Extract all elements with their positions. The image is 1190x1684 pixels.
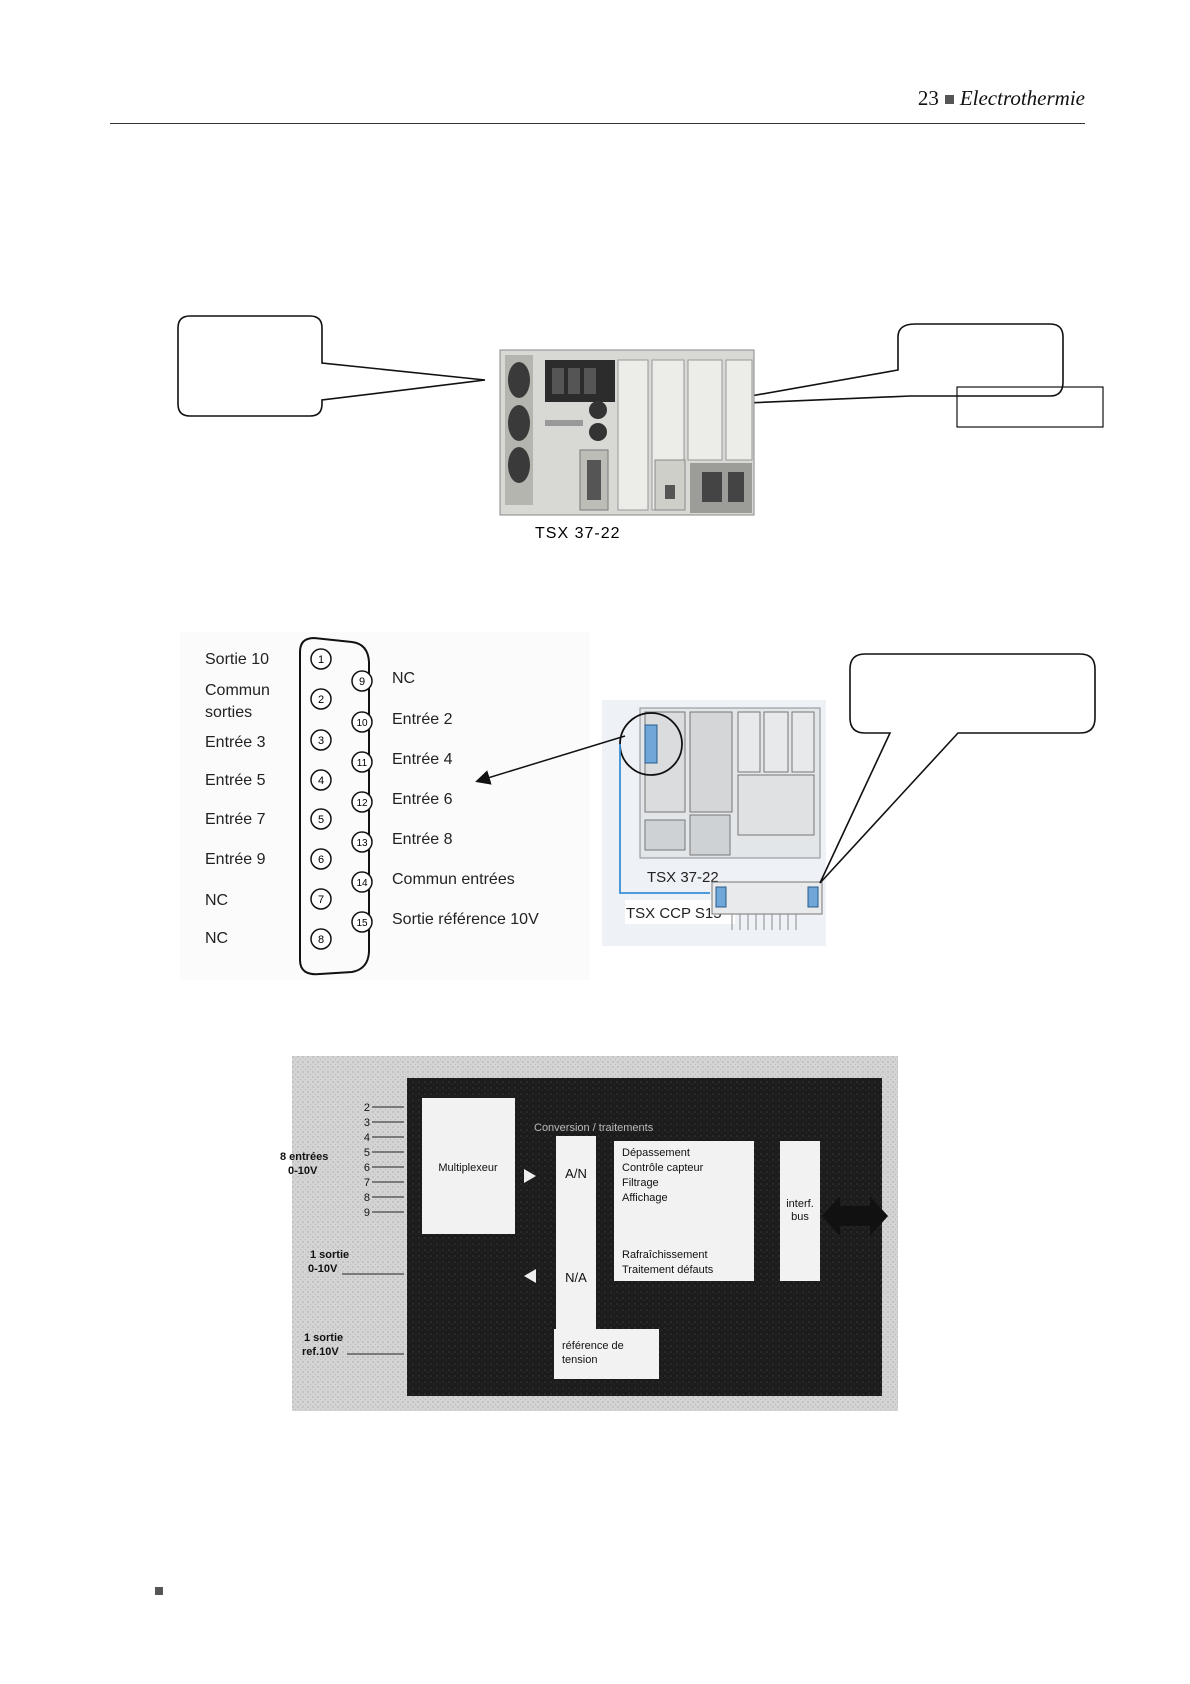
na-label: N/A	[565, 1270, 587, 1285]
reference-label-2: tension	[562, 1354, 597, 1366]
svg-text:13: 13	[356, 838, 368, 849]
plc-device-photo	[499, 349, 755, 516]
pin-label-11: Entrée 4	[392, 751, 453, 768]
callout-left	[177, 315, 486, 417]
left-pin-labels: Sortie 10 Commun sorties Entrée 3 Entrée…	[205, 651, 270, 947]
interface-label-2: bus	[791, 1211, 809, 1223]
svg-text:9: 9	[364, 1207, 370, 1219]
pin-label-10: Entrée 2	[392, 711, 453, 728]
connector-module-label: TSX CCP S15	[626, 905, 722, 922]
interface-bus-block	[780, 1141, 820, 1281]
pin-label-14: Commun entrées	[392, 871, 515, 888]
svg-text:Traitement défauts: Traitement défauts	[622, 1264, 714, 1276]
pin-label-13: Entrée 8	[392, 831, 453, 848]
pin-circles	[310, 648, 373, 950]
multiplexer-block	[422, 1098, 515, 1234]
svg-text:8 entrées: 8 entrées	[280, 1151, 328, 1163]
pin-label-12: Entrée 6	[392, 791, 453, 808]
pin-label-6: Entrée 9	[205, 851, 266, 868]
pin-label-3: Entrée 3	[205, 734, 266, 751]
connector-photo: TSX 37-22 TSX CCP S15	[602, 700, 826, 946]
pin-label-7: NC	[205, 892, 228, 909]
svg-text:7: 7	[364, 1177, 370, 1189]
pin-label-8: NC	[205, 930, 228, 947]
footer-square-icon	[155, 1587, 163, 1595]
connector-plc-label: TSX 37-22	[647, 869, 719, 886]
pinout-panel: 1 2 3 4 5 6 7 8 9 10 11 12 13 14 15 Sort…	[180, 632, 590, 980]
svg-text:14: 14	[356, 878, 368, 889]
input-numbers: 2 3 4 5 6 7 8 9	[364, 1102, 370, 1219]
svg-text:6: 6	[364, 1162, 370, 1174]
svg-text:Dépassement: Dépassement	[622, 1147, 690, 1159]
svg-text:5: 5	[318, 814, 324, 826]
right-pin-labels: NC Entrée 2 Entrée 4 Entrée 6 Entrée 8 C…	[392, 670, 539, 928]
side-labels: 8 entrées 0-10V 1 sortie 0-10V 1 sortie …	[280, 1151, 349, 1358]
pin-label-2b: sorties	[205, 704, 252, 721]
block-diagram: Multiplexeur 2 3 4 5 6 7 8 9 8 entrées 0…	[280, 1056, 898, 1411]
svg-text:10: 10	[356, 718, 368, 729]
svg-text:Filtrage: Filtrage	[622, 1177, 659, 1189]
chapter-title: Electrothermie	[959, 86, 1085, 110]
interface-label-1: interf.	[786, 1198, 814, 1210]
pinout-arrow	[475, 735, 626, 785]
svg-text:0-10V: 0-10V	[308, 1263, 338, 1275]
svg-text:0-10V: 0-10V	[288, 1165, 318, 1177]
svg-text:1 sortie: 1 sortie	[304, 1332, 343, 1344]
svg-text:6: 6	[318, 854, 324, 866]
svg-text:12: 12	[356, 798, 368, 809]
pin-label-2a: Commun	[205, 682, 270, 699]
page-header: 23 Electrothermie	[918, 86, 1085, 111]
svg-text:2: 2	[318, 694, 324, 706]
pin-label-5: Entrée 7	[205, 811, 266, 828]
processing-block	[614, 1141, 754, 1281]
pinout-diagram: 1 2 3 4 5 6 7 8 9 10 11 12 13 14 15 Sort…	[205, 636, 539, 976]
svg-text:8: 8	[318, 934, 324, 946]
block-diagram-panel: Multiplexeur 2 3 4 5 6 7 8 9 8 entrées 0…	[280, 1056, 898, 1411]
pin-label-1: Sortie 10	[205, 651, 269, 668]
svg-text:4: 4	[318, 775, 324, 787]
reference-label-1: référence de	[562, 1340, 624, 1352]
an-arrow-icon	[524, 1169, 536, 1183]
pin-label-4: Entrée 5	[205, 772, 266, 789]
svg-text:7: 7	[318, 894, 324, 906]
figure-connector: TSX 37-22 TSX CCP S15	[475, 653, 1096, 946]
multiplexer-label: Multiplexeur	[438, 1162, 498, 1174]
svg-text:Rafraîchissement: Rafraîchissement	[622, 1249, 708, 1261]
db15-connector-outline	[299, 636, 370, 976]
svg-text:11: 11	[357, 758, 368, 769]
header-square-icon	[944, 94, 954, 104]
svg-text:5: 5	[364, 1147, 370, 1159]
svg-text:9: 9	[359, 676, 365, 688]
svg-text:4: 4	[364, 1132, 370, 1144]
header-rule	[110, 123, 1085, 124]
bus-double-arrow-icon	[822, 1196, 888, 1236]
svg-text:3: 3	[318, 735, 324, 747]
section-title: Conversion / traitements	[534, 1122, 654, 1134]
svg-text:2: 2	[364, 1102, 370, 1114]
svg-text:8: 8	[364, 1192, 370, 1204]
plc-caption: TSX 37-22	[535, 525, 620, 542]
voltage-reference-block	[554, 1329, 659, 1379]
figure-plc-photo: TSX 37-22	[177, 315, 1104, 542]
converter-column	[556, 1136, 596, 1358]
svg-text:1 sortie: 1 sortie	[310, 1249, 349, 1261]
an-label: A/N	[565, 1166, 587, 1181]
callout-right-box	[956, 386, 1104, 428]
svg-text:ref.10V: ref.10V	[302, 1346, 339, 1358]
page-number: 23	[917, 86, 939, 110]
processing-lines: Dépassement Contrôle capteur Filtrage Af…	[622, 1147, 714, 1276]
pin-numbers: 1 2 3 4 5 6 7 8 9 10 11 12 13 14 15	[318, 654, 368, 946]
pin-label-15: Sortie référence 10V	[392, 911, 539, 928]
svg-text:3: 3	[364, 1117, 370, 1129]
callout-right	[699, 323, 1064, 406]
svg-text:Contrôle capteur: Contrôle capteur	[622, 1162, 704, 1174]
pin-label-9: NC	[392, 670, 415, 687]
callout-connector	[819, 653, 1096, 884]
na-arrow-icon	[524, 1269, 536, 1283]
input-lines	[342, 1106, 404, 1355]
svg-text:1: 1	[318, 654, 324, 666]
svg-text:Affichage: Affichage	[622, 1192, 668, 1204]
svg-text:15: 15	[356, 918, 368, 929]
